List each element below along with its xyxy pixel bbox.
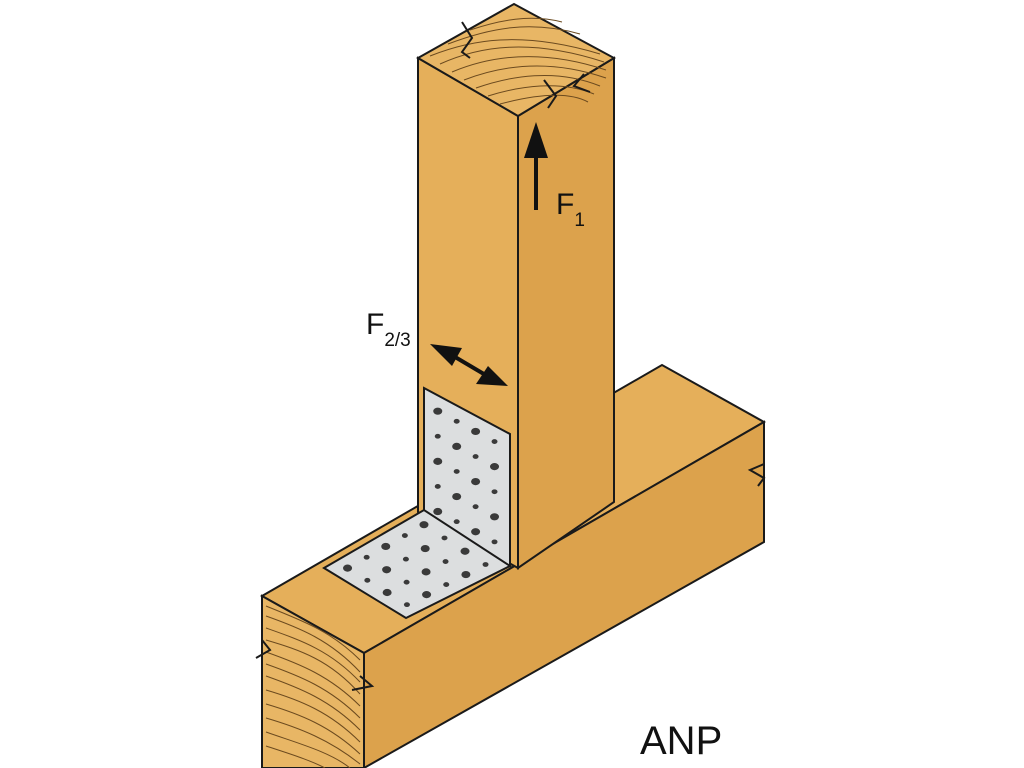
bracket-hole bbox=[434, 433, 441, 439]
bracket-hole bbox=[472, 454, 479, 459]
bracket-hole bbox=[472, 504, 479, 510]
bracket-hole bbox=[421, 568, 431, 576]
beam-end-notch bbox=[255, 639, 375, 691]
bracket-hole bbox=[461, 570, 471, 579]
bracket-hole bbox=[491, 439, 498, 444]
double-arrow-icon bbox=[430, 344, 508, 386]
bracket-hole bbox=[382, 566, 392, 574]
post-top-end bbox=[415, 2, 617, 118]
post-top-notch bbox=[460, 21, 591, 109]
bracket-hole bbox=[433, 407, 443, 415]
bracket-hole bbox=[381, 542, 391, 551]
bracket-hole bbox=[363, 554, 370, 560]
bracket-hole bbox=[491, 489, 498, 495]
bracket-horizontal-leg bbox=[322, 508, 513, 620]
bracket-hole bbox=[491, 539, 498, 545]
arrow-up-icon bbox=[524, 122, 548, 210]
bracket-hole bbox=[471, 528, 481, 536]
bracket-hole bbox=[443, 582, 450, 587]
bracket-hole bbox=[453, 519, 460, 525]
bracket-hole bbox=[401, 533, 408, 538]
bracket-hole bbox=[403, 602, 410, 608]
bracket-hole bbox=[471, 427, 481, 436]
bracket-hole bbox=[419, 521, 429, 529]
bracket-hole bbox=[452, 442, 462, 450]
bracket-hole bbox=[364, 577, 371, 583]
bracket-hole bbox=[420, 544, 430, 553]
bracket-hole bbox=[422, 591, 432, 599]
bracket-hole bbox=[482, 562, 489, 567]
force-23-subscript: 2/3 bbox=[384, 330, 410, 351]
bracket-hole bbox=[403, 579, 410, 585]
force-1-label: F1 bbox=[556, 188, 585, 231]
force-1-subscript: 1 bbox=[574, 210, 585, 231]
bracket-hole bbox=[434, 484, 441, 489]
bracket-hole bbox=[402, 556, 409, 562]
bracket-hole bbox=[382, 588, 392, 597]
bracket-hole bbox=[471, 478, 481, 486]
force-23-label: F2/3 bbox=[366, 308, 411, 351]
bracket-hole bbox=[453, 418, 460, 424]
angle-bracket bbox=[322, 386, 513, 620]
bracket-hole bbox=[433, 507, 443, 516]
bracket-holes-vertical bbox=[433, 407, 500, 545]
bracket-hole bbox=[460, 547, 470, 555]
bracket-holes-horizontal bbox=[343, 521, 489, 608]
bracket-hole bbox=[441, 535, 448, 541]
bracket-hole bbox=[490, 513, 500, 521]
bracket-hole bbox=[343, 564, 353, 572]
post-top-grain bbox=[429, 17, 607, 105]
bracket-hole bbox=[452, 492, 462, 501]
product-name: ANP bbox=[640, 719, 722, 763]
force-1-main: F bbox=[556, 188, 574, 221]
bracket-hole bbox=[442, 559, 449, 564]
beam-end-grain bbox=[265, 605, 361, 768]
bracket-hole bbox=[453, 469, 460, 474]
beam-front-notch bbox=[747, 463, 766, 487]
bracket-hole bbox=[490, 463, 500, 471]
force-23-main: F bbox=[366, 308, 384, 341]
bracket-hole bbox=[433, 457, 443, 465]
